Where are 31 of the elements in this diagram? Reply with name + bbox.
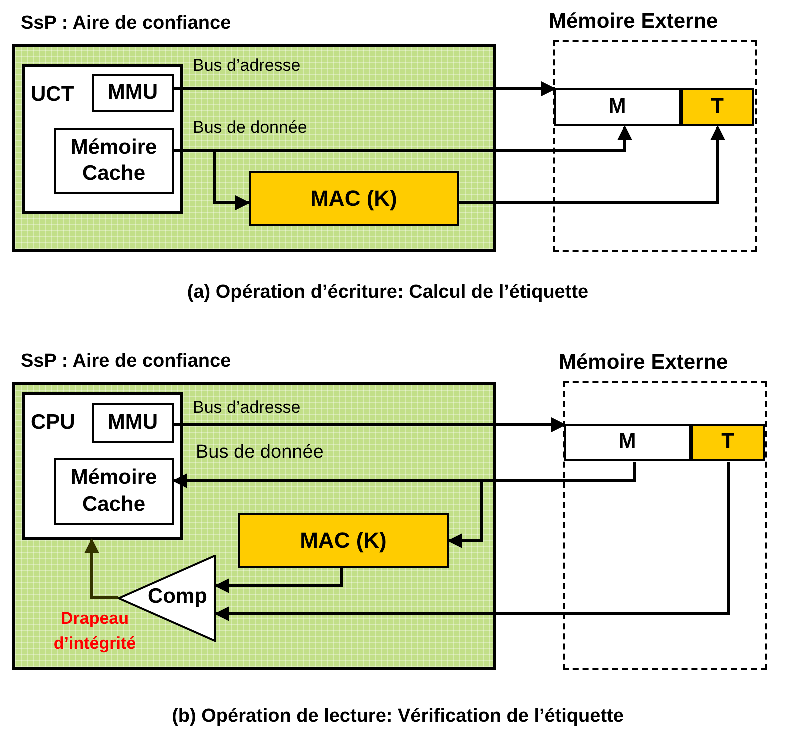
memory-block: MMU [92, 74, 174, 112]
edge-label: Bus d’adresse [193, 398, 301, 418]
area-heading: SsP : Aire de confiance [21, 351, 232, 373]
memory-block: MMU [92, 403, 174, 443]
arrow [214, 462, 730, 622]
memory-block: Mémoire Cache [54, 458, 174, 525]
flag-label: Drapeau d’intégrité [52, 608, 138, 655]
memory-block: M [554, 88, 681, 126]
tag-block: T [691, 424, 765, 461]
arrow [214, 568, 344, 594]
caption: (b) Opération de lecture: Vérification de l’étiquette [172, 706, 624, 728]
area-heading: Mémoire Externe [559, 351, 728, 375]
comparator-label: Comp [148, 585, 208, 609]
processor-label: CPU [31, 411, 76, 435]
area-heading: Mémoire Externe [549, 10, 718, 34]
arrow [84, 538, 118, 600]
edge-label: Bus de donnée [193, 118, 308, 138]
processor-label: UCT [31, 83, 74, 107]
arrow [174, 82, 556, 96]
mac-box: MAC (K) [249, 171, 459, 226]
area-heading: SsP : Aire de confiance [21, 13, 232, 35]
processor-box [22, 392, 183, 540]
memory-block: Mémoire Cache [54, 128, 174, 194]
arrow [459, 126, 726, 204]
memory-block: M [564, 424, 691, 461]
mac-box: MAC (K) [238, 513, 449, 568]
processor-box [22, 64, 183, 214]
caption: (a) Opération d’écriture: Calcul de l’étiquette [187, 282, 589, 304]
tag-block: T [681, 88, 754, 126]
edge-label: Bus de donnée [196, 442, 324, 464]
edge-label: Bus d’adresse [193, 56, 301, 76]
